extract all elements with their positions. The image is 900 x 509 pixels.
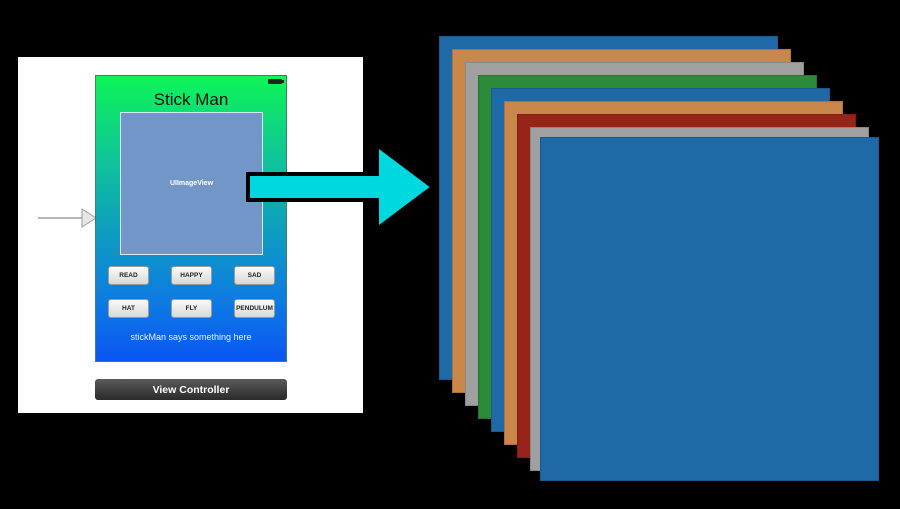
sad-button[interactable]: SAD	[234, 266, 275, 285]
hat-button[interactable]: HAT	[108, 299, 149, 318]
pendulum-button[interactable]: PENDULUM	[234, 299, 275, 318]
image-view-label: UIImageView	[169, 180, 214, 187]
speech-caption-label: stickMan says something here	[130, 332, 252, 342]
entry-point-arrow-icon	[38, 208, 97, 228]
read-button[interactable]: READ	[108, 266, 149, 285]
battery-icon	[268, 79, 284, 84]
image-frame-9	[540, 137, 879, 481]
transition-arrow-icon	[246, 142, 436, 232]
view-controller-bar[interactable]: View Controller	[95, 379, 287, 400]
image-view: UIImageView	[120, 112, 263, 255]
view-controller-scene: Stick Man UIImageView READ HAPPY SAD HAT…	[95, 75, 287, 362]
app-title-label: Stick Man	[153, 90, 229, 109]
happy-button[interactable]: HAPPY	[171, 266, 212, 285]
fly-button[interactable]: FLY	[171, 299, 212, 318]
